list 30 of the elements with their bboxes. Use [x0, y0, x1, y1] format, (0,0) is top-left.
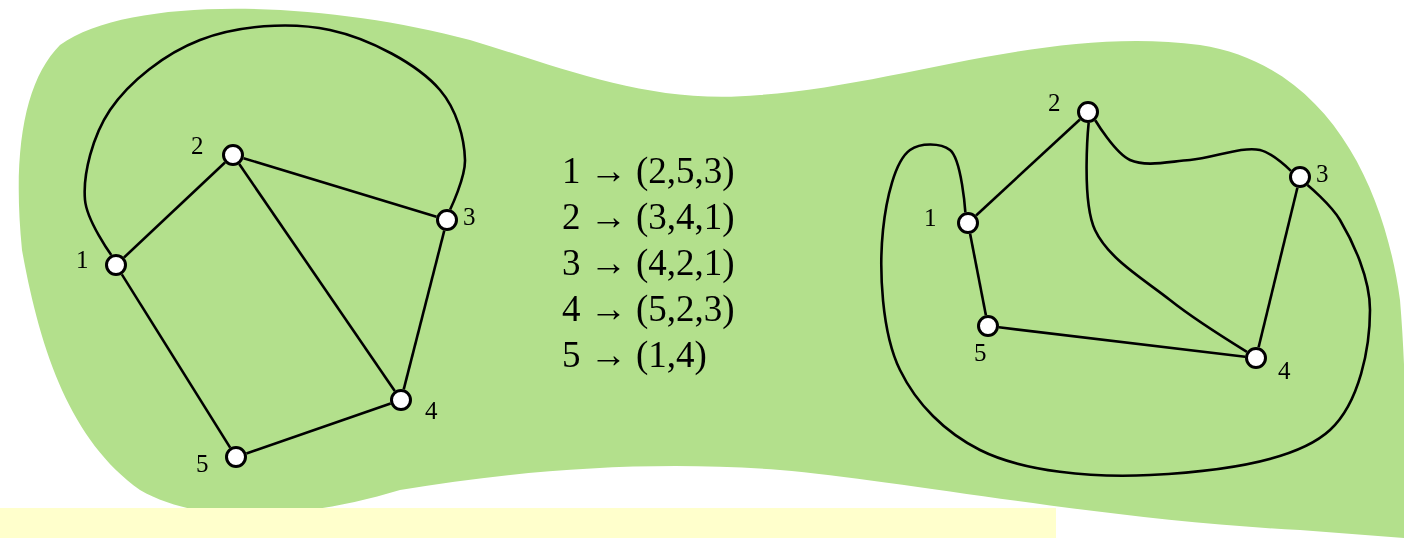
rotation-system-line: 5 → (1,4): [562, 336, 707, 373]
graph-edge: [975, 118, 1081, 217]
graph-edge: [123, 161, 226, 259]
graph-edge: [968, 233, 988, 316]
graph-edge: [998, 326, 1246, 358]
graph-edge: [880, 143, 1372, 477]
vertex-label: 1: [924, 205, 937, 230]
rotation-system-line: 1 → (2,5,3): [562, 152, 735, 189]
rotation-system-line: 2 → (3,4,1): [562, 198, 735, 235]
vertex-label: 4: [425, 398, 438, 423]
vertex-label: 3: [463, 204, 476, 229]
title-band: [0, 508, 1056, 538]
vertex-label: 3: [1316, 161, 1329, 186]
vertex-label: 5: [974, 340, 987, 365]
rotation-system-line: 4 → (5,2,3): [562, 290, 735, 327]
graph-edge: [83, 24, 467, 256]
vertex-label: 1: [76, 247, 89, 272]
graph-edge: [238, 163, 396, 392]
rotation-system-line: 3 → (4,2,1): [562, 244, 735, 281]
vertex-label: 4: [1278, 358, 1291, 383]
graph-edge: [243, 156, 437, 219]
vertex-label: 5: [196, 451, 209, 476]
graph-edge: [402, 230, 446, 390]
graph-edge: [245, 402, 392, 455]
graph-edge: [1257, 187, 1299, 348]
vertex-label: 2: [1048, 90, 1061, 115]
graph-edge: [1094, 119, 1292, 172]
vertex-label: 2: [191, 133, 204, 158]
graph-edge: [120, 273, 232, 449]
graph-edge: [1085, 122, 1248, 353]
